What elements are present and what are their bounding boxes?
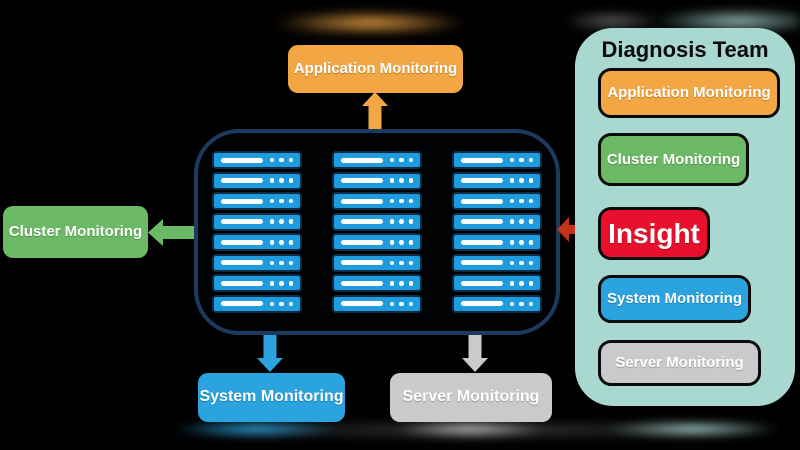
server-led-dots (389, 260, 413, 266)
server-unit (212, 233, 302, 252)
server-led-dots (269, 198, 293, 204)
server-slot-bar (341, 280, 383, 286)
server-unit (452, 151, 542, 169)
server-led-dots (389, 178, 413, 183)
server-unit (452, 192, 542, 211)
server-slot-bar (461, 301, 503, 307)
server-unit (332, 274, 422, 293)
server-unit (332, 233, 422, 252)
system-monitoring-node: System Monitoring (198, 373, 345, 422)
server-slot-bar (341, 260, 383, 266)
server-unit (212, 171, 302, 190)
server-slot-bar (461, 260, 503, 266)
server-led-dots (269, 260, 293, 266)
server-unit (452, 294, 542, 313)
server-unit (332, 151, 422, 169)
panel-item-cluster-monitoring: Cluster Monitoring (598, 133, 749, 186)
server-slot-bar (341, 301, 383, 307)
server-column (332, 151, 422, 313)
server-unit (212, 212, 302, 231)
server-slot-bar (221, 239, 263, 245)
server-led-dots (509, 178, 533, 183)
server-slot-bar (461, 157, 503, 163)
server-led-dots (509, 198, 533, 204)
server-slot-bar (341, 157, 383, 163)
server-led-dots (389, 240, 413, 245)
server-unit (332, 294, 422, 313)
server-slot-bar (341, 239, 383, 245)
server-unit (212, 274, 302, 293)
server-unit (332, 212, 422, 231)
server-slot-bar (461, 198, 503, 204)
server-led-dots (389, 281, 413, 286)
server-cluster (194, 129, 560, 335)
server-slot-bar (341, 219, 383, 225)
server-slot-bar (341, 178, 383, 184)
server-led-dots (389, 157, 413, 163)
arrow-left-cluster (148, 219, 196, 246)
server-unit (212, 151, 302, 169)
cluster-monitoring-node: Cluster Monitoring (3, 206, 148, 258)
server-led-dots (389, 301, 413, 307)
server-slot-bar (221, 219, 263, 225)
server-column (452, 151, 542, 313)
panel-item-application-monitoring: Application Monitoring (598, 68, 780, 118)
diagnosis-team-panel: Diagnosis Team Application Monitoring Cl… (575, 28, 795, 406)
server-led-dots (269, 281, 293, 286)
server-led-dots (509, 219, 533, 224)
server-led-dots (269, 157, 293, 163)
application-monitoring-node: Application Monitoring (288, 45, 463, 93)
server-unit (332, 253, 422, 272)
server-slot-bar (461, 178, 503, 184)
server-unit (212, 253, 302, 272)
server-unit (452, 212, 542, 231)
server-led-dots (509, 281, 533, 286)
server-slot-bar (221, 157, 263, 163)
server-slot-bar (221, 198, 263, 204)
server-led-dots (269, 301, 293, 307)
arrow-up-application (362, 92, 388, 133)
server-led-dots (509, 301, 533, 307)
server-unit (212, 294, 302, 313)
server-unit (452, 253, 542, 272)
panel-item-server-monitoring: Server Monitoring (598, 340, 761, 386)
arrow-down-server (462, 335, 488, 372)
server-slot-bar (221, 301, 263, 307)
server-slot-bar (341, 198, 383, 204)
server-led-dots (269, 178, 293, 183)
panel-item-insight: Insight (598, 207, 710, 260)
server-unit (452, 274, 542, 293)
server-unit (452, 171, 542, 190)
server-monitoring-node: Server Monitoring (390, 373, 552, 422)
server-column (212, 151, 302, 313)
server-led-dots (389, 219, 413, 224)
blur-band-bottom (0, 421, 800, 450)
server-led-dots (509, 157, 533, 163)
server-slot-bar (461, 219, 503, 225)
server-unit (452, 233, 542, 252)
server-slot-bar (461, 280, 503, 286)
server-led-dots (509, 260, 533, 266)
server-unit (332, 192, 422, 211)
server-slot-bar (221, 260, 263, 266)
server-slot-bar (221, 178, 263, 184)
server-slot-bar (461, 239, 503, 245)
arrow-down-system (257, 335, 283, 372)
panel-title: Diagnosis Team (601, 37, 769, 62)
server-unit (332, 171, 422, 190)
server-led-dots (509, 240, 533, 245)
panel-item-system-monitoring: System Monitoring (598, 275, 751, 323)
server-unit (212, 192, 302, 211)
server-led-dots (269, 219, 293, 224)
server-led-dots (269, 240, 293, 245)
server-slot-bar (221, 280, 263, 286)
server-led-dots (389, 198, 413, 204)
